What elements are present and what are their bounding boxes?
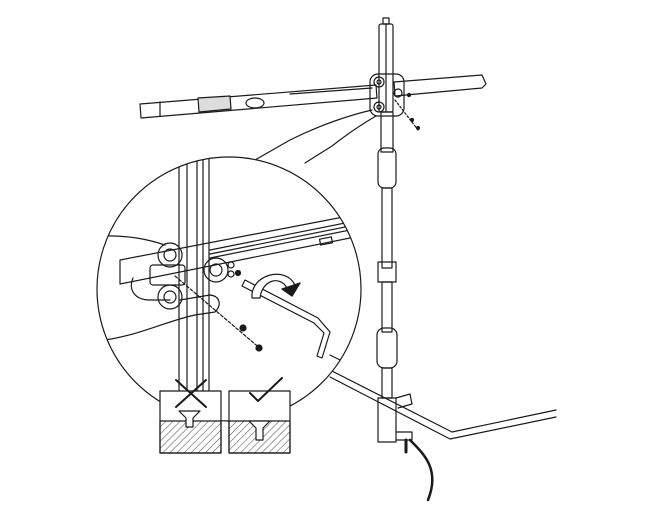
screw-icon [255,344,263,352]
lamp-pole [376,17,398,399]
detail-callout [96,156,362,422]
power-cable [408,438,434,502]
joint-bracket [369,73,421,131]
desk-clamp [377,393,413,454]
light-bar [139,74,487,119]
hex-key-icon [241,279,331,359]
correct-example [228,377,291,454]
cross-icon [175,379,207,408]
incorrect-example [159,379,222,454]
table-edge [329,369,557,440]
screw-icon [239,324,247,332]
callout-lines [254,109,377,164]
check-icon [249,377,283,402]
